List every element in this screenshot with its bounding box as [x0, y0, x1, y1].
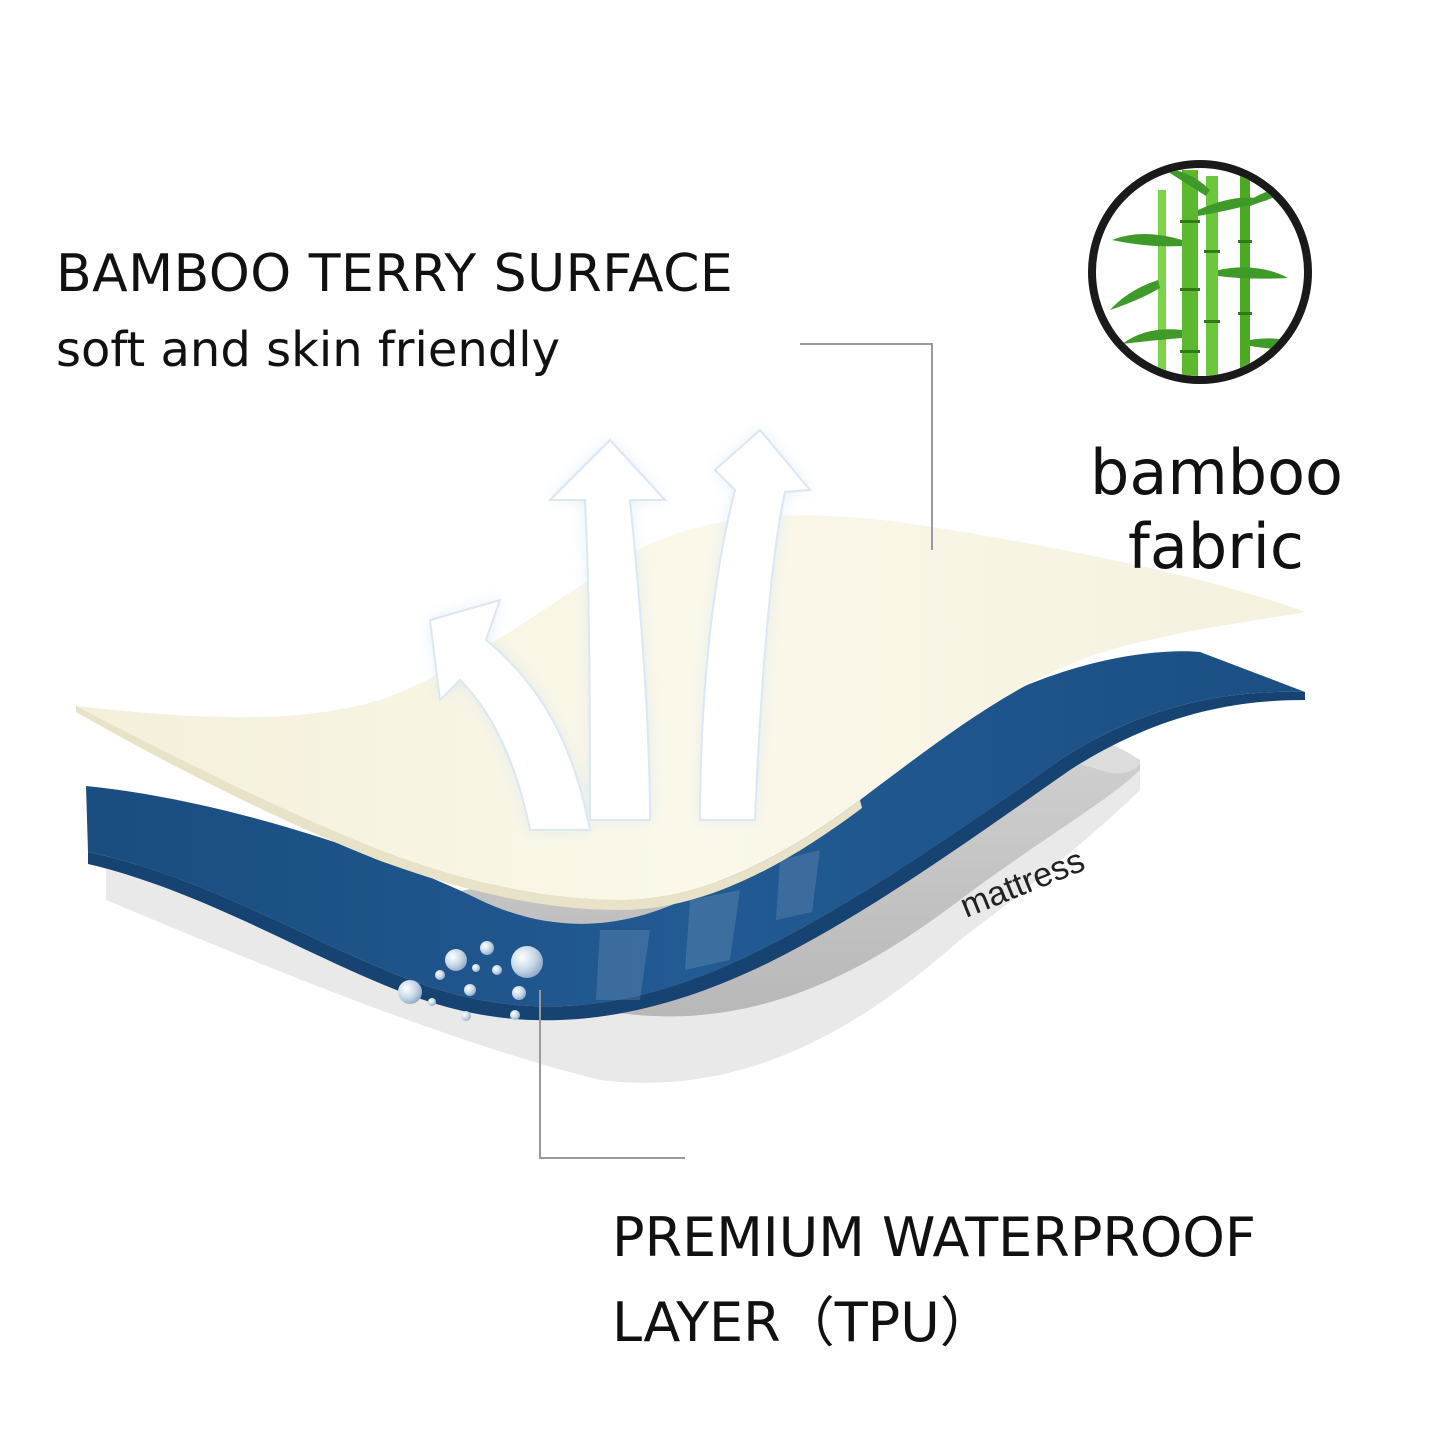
bamboo-badge [1088, 160, 1312, 384]
waterproof-title-line1: PREMIUM WATERPROOF [612, 1206, 1256, 1269]
arrow-up-icon [698, 428, 813, 821]
surface-title: BAMBOO TERRY SURFACE [56, 244, 734, 304]
leader-lines [539, 343, 933, 1159]
surface-leader-line [800, 343, 933, 550]
bamboo-icon [1110, 168, 1304, 376]
waterproof-leader-line [539, 990, 685, 1159]
water-droplets [398, 941, 543, 1021]
airflow-arrows [428, 428, 813, 831]
surface-subtitle: soft and skin friendly [56, 322, 561, 378]
arrow-up-icon [547, 438, 668, 821]
bamboo-badge-label-line1: bamboo [1090, 436, 1343, 509]
bamboo-badge-label-line2: fabric [1128, 510, 1304, 583]
arrow-up-icon [428, 598, 592, 831]
surface-layer [76, 515, 1305, 910]
waterproof-layer [86, 651, 1305, 1021]
waterproof-title-line2: LAYER（TPU） [612, 1291, 994, 1354]
